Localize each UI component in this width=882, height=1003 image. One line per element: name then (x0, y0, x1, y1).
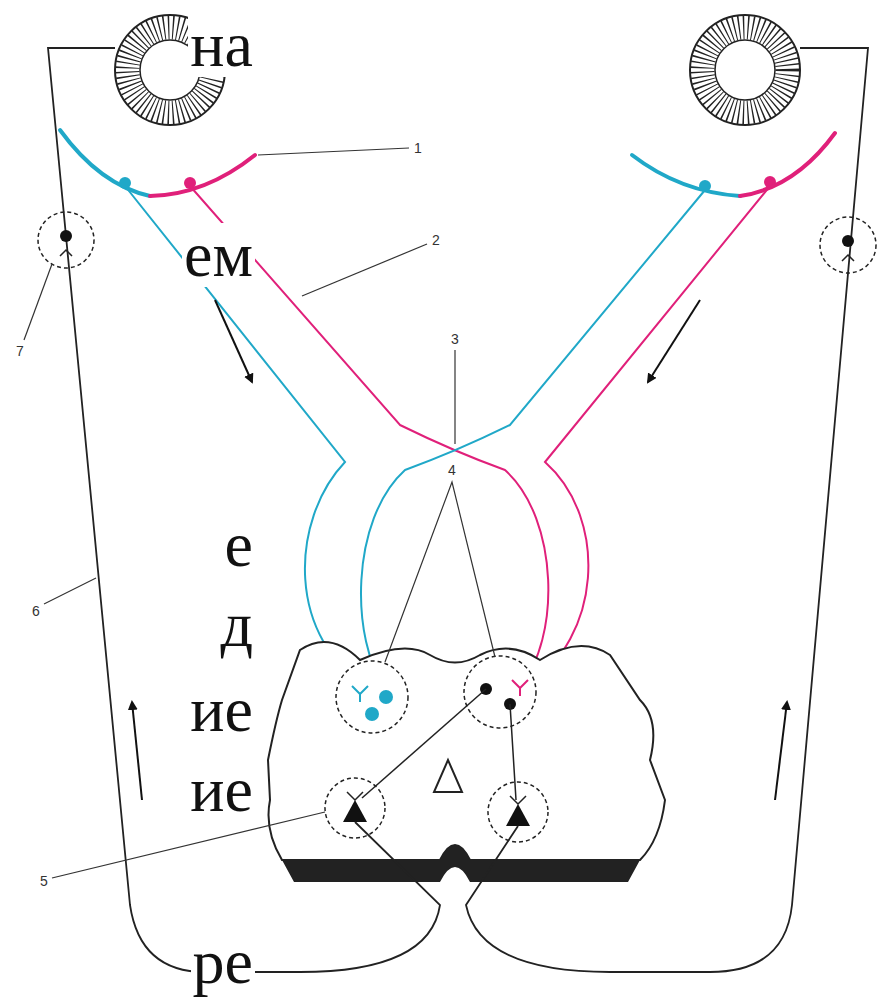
brainstem-outline (268, 642, 665, 860)
slide-text: ем (182, 223, 255, 287)
callout-number: 2 (430, 232, 442, 248)
slide-text: ие (188, 678, 255, 742)
leader-line (24, 148, 495, 878)
retina (60, 130, 835, 196)
aqueduct-symbol (434, 760, 462, 792)
slide-text: д (218, 593, 255, 657)
slide-text: на (188, 13, 255, 77)
callout-number: 4 (446, 462, 458, 478)
callout-number: 3 (449, 331, 461, 347)
retinal-cells (119, 176, 776, 192)
pretectal-nuclei (336, 656, 536, 733)
slide-text: ие (188, 758, 255, 822)
ciliary-ganglion (38, 212, 876, 273)
eye-right (690, 15, 800, 125)
slide-text: ре (191, 930, 255, 994)
oculomotor-pathway (48, 48, 868, 972)
callout-number: 7 (14, 343, 26, 359)
optic-pathway (125, 186, 770, 690)
slide-text: е (223, 513, 255, 577)
callout-number: 5 (38, 873, 50, 889)
callout-number: 1 (412, 140, 424, 156)
brainstem-base (282, 845, 640, 882)
callout-number: 6 (30, 603, 42, 619)
interneuron-fibres (362, 689, 516, 800)
